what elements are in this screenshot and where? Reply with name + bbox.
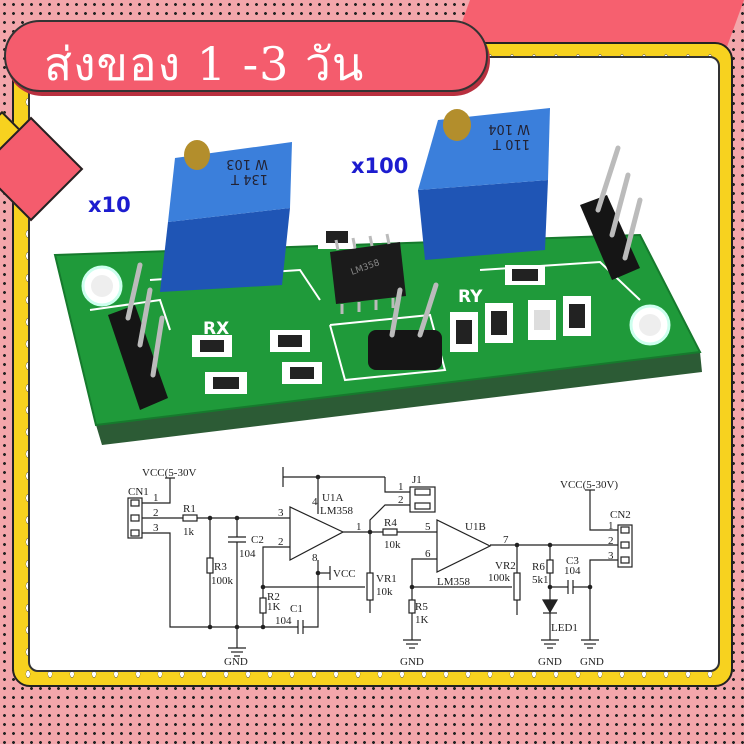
led1-label: LED1 [551,622,578,634]
cn1-pin1: 1 [153,492,159,504]
schematic [127,467,633,657]
u1a-pin4: 4 [312,496,318,508]
r2-label: R2 [267,591,280,603]
pot2-marking: W 104 [488,121,530,136]
trimmer-pot-x100: W 104 110 T [418,108,550,260]
vcc-left-label: VCC(5-30V [142,467,196,479]
vcc-right-label: VCC(5-30V) [560,479,618,491]
silkscreen-ry: RY [458,287,483,307]
pot1-marking-2: 134 T [231,171,268,186]
u1a-pin3: 3 [278,507,284,519]
u1b-label: U1B [465,521,486,533]
u1b-pin5: 5 [425,521,431,533]
trimmer-pot-x10: W 103 134 T [160,140,292,292]
r6-label: R6 [532,561,545,573]
c1-label: C1 [290,603,303,615]
gnd-label: GND [400,656,424,668]
j1-pin1: 1 [398,481,404,493]
r5-value: 1K [415,614,429,626]
j1-pin2: 2 [398,494,404,506]
cn1-label: CN1 [128,486,149,498]
c2-value: 104 [239,548,256,560]
cn2-pin1: 1 [608,520,614,532]
r3-label: R3 [214,561,227,573]
delivery-banner: ส่งของ 1 -3 วัน [4,20,488,92]
pin-header-left [108,262,168,410]
cn1-pin3: 3 [153,522,159,534]
u1a-label: U1A [322,492,343,504]
c3-label: C3 [566,555,579,567]
smd-components [192,225,591,394]
banner-text: ส่งของ 1 -3 วัน [44,37,365,91]
r1-value: 1k [183,526,195,538]
r1-label: R1 [183,503,196,515]
cn1-pin2: 2 [153,507,159,519]
u1a-pin1: 1 [356,521,362,533]
u1a-part: LM358 [320,505,354,517]
r4-label: R4 [384,517,397,529]
pin-header-right [580,145,643,280]
r3-value: 100k [211,575,234,587]
c2-label: C2 [251,534,264,546]
adjust-screw-icon [184,140,210,170]
silkscreen-rx: RX [203,319,229,339]
adjust-screw-icon [443,109,471,141]
vr2-label: VR2 [495,560,516,572]
r4-value: 10k [384,539,401,551]
gnd-label: GND [580,656,604,668]
r5-label: R5 [415,601,428,613]
pin-header-jumper [368,282,442,370]
j1-label: J1 [412,474,422,486]
vr1-value: 10k [376,586,393,598]
gain-x100-label: x100 [351,154,409,178]
u1b-part: LM358 [437,576,471,588]
u1a-pin2: 2 [278,536,284,548]
vr2-value: 100k [488,572,511,584]
c3-value: 104 [564,565,581,577]
c1-value: 104 [275,615,292,627]
u1a-pin8: 8 [312,552,318,564]
schematic-labels: VCC(5-30V CN1 1 2 3 R1 1k C2 104 R3 100k… [128,467,631,668]
r2-value: 1K [267,601,281,613]
mount-hole-left-inner [91,275,113,297]
cn2-label: CN2 [610,509,631,521]
mount-hole-right-inner [639,314,661,336]
u1b-pin7: 7 [503,534,509,546]
schematic-background [122,462,646,670]
cn2-pin3: 3 [608,550,614,562]
r6-value: 5k1 [532,574,549,586]
gnd-label: GND [224,656,248,668]
gnd-label: GND [538,656,562,668]
cn2-pin2: 2 [608,535,614,547]
lm358-chip: LM358 [330,233,406,314]
gain-x10-label: x10 [88,193,131,217]
vr1-label: VR1 [376,573,397,585]
vcc-mid-label: VCC [333,568,356,580]
pot1-marking: W 103 [226,156,268,171]
pot2-marking-2: 110 T [493,136,530,151]
u1b-pin6: 6 [425,548,431,560]
